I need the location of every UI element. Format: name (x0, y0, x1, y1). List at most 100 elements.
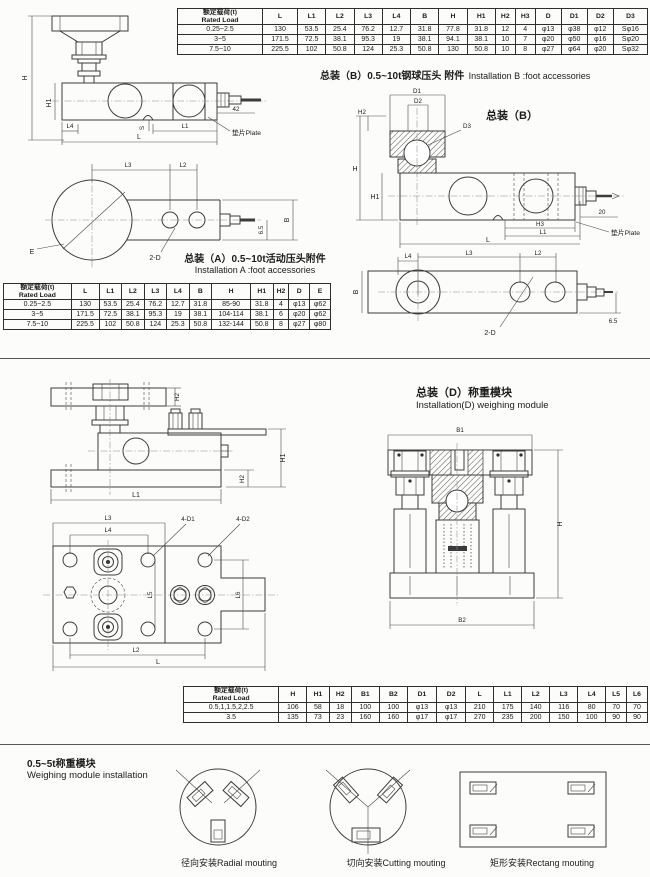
column-header: L3 (143, 282, 168, 301)
installation-d-title-en: Installation(D) weighing module (416, 400, 549, 411)
column-header: L2 (325, 7, 355, 26)
column-header: L2 (121, 282, 145, 301)
weighing-module-caption: 0.5~5t称重模块 Weighing module installation (27, 755, 148, 781)
table-cell: 19 (166, 309, 190, 321)
column-header: L (465, 685, 495, 704)
table-cell: 95.3 (353, 34, 383, 46)
dim-l1: L1 (182, 123, 189, 130)
dim-b: B (353, 289, 360, 294)
column-header: D2 (436, 685, 467, 704)
column-header: L1 (296, 7, 327, 26)
table-cell: 12.7 (381, 24, 412, 36)
table-cell: φ27 (288, 319, 311, 331)
table-cell: 72.5 (296, 34, 327, 46)
table-cell: 50.8 (466, 44, 496, 56)
table-cell: 140 (521, 702, 551, 714)
table-cell: 72.5 (98, 309, 123, 321)
table-cell: 200 (521, 712, 551, 724)
column-header: D (288, 282, 311, 301)
column-header: L4 (166, 282, 190, 301)
dim-l4: L4 (405, 253, 412, 260)
dim-cable: 20 (599, 209, 606, 216)
table-cell: 4 (514, 24, 536, 36)
hole-callout-d1: 4-D1 (181, 516, 195, 523)
table-cell: 18 (328, 702, 352, 714)
installation-b-drawing-label: 总装（B） (486, 108, 538, 122)
table-cell: 100 (378, 702, 408, 714)
table-cell: 70 (626, 702, 648, 714)
table-cell: 25.3 (381, 44, 412, 56)
weighing-module-title-cn: 0.5~5t称重模块 (27, 759, 96, 770)
dim-l3: L3 (105, 515, 112, 522)
column-header: B1 (350, 685, 380, 704)
table-cell: 270 (465, 712, 495, 724)
dim-h1: H1 (280, 453, 287, 462)
drawing-installation-b-side: D1 D2 H2 总装（B） D3 H H1 20 H3 L1 L 垫片Plat… (352, 88, 640, 248)
table-cell: 53.5 (296, 24, 327, 36)
column-header: B (410, 7, 440, 26)
table-cell: 38.1 (325, 34, 355, 46)
table-cell: 171.5 (70, 309, 100, 321)
table-cell: φ27 (534, 44, 562, 56)
table-cell: 90 (605, 712, 628, 724)
table-cell: φ12 (586, 24, 614, 36)
dim-h: H (352, 166, 357, 173)
row-label: 0.5,1,1.5,2,2.5 (182, 702, 280, 714)
table-cell: 132-144 (211, 319, 251, 331)
table-cell: 95.3 (143, 309, 168, 321)
dim-l1: L1 (540, 229, 547, 236)
table-cell: 80 (577, 702, 607, 714)
radial-mounting-diagram (175, 768, 261, 846)
column-header: 额定载荷(t) Rated Load (3, 282, 72, 301)
dim-h2: H2 (358, 109, 366, 116)
drawing-module-front-view: B1 H B2 (387, 427, 564, 629)
table-cell: 25.4 (325, 24, 355, 36)
table-cell: 104-114 (211, 309, 251, 321)
dim-l1: L1 (132, 492, 140, 499)
column-header: H2 (494, 7, 516, 26)
table-cell: 10 (494, 34, 516, 46)
table-cell: 175 (493, 702, 523, 714)
column-header: D (534, 7, 562, 26)
column-header: L4 (577, 685, 607, 704)
table-cell: φ17 (406, 712, 438, 724)
table-cell: 38.1 (250, 309, 274, 321)
table-cell: 106 (278, 702, 308, 714)
column-header: L6 (626, 685, 648, 704)
table-cell: φ16 (586, 34, 614, 46)
table-cell: 50.8 (325, 44, 355, 56)
table-cell: 25.3 (166, 319, 190, 331)
table-cell: 160 (378, 712, 408, 724)
table-cell: 31.8 (466, 24, 496, 36)
table-cell: Sφ32 (612, 44, 649, 56)
column-header: 额定载荷(t) Rated Load (182, 685, 280, 704)
table-cell: 12.7 (166, 299, 190, 311)
table-cell: 31.8 (250, 299, 274, 311)
table-cell: 7 (514, 34, 536, 46)
drawing-loadcell-top-view: L3 L2 2-D E 6.5 B (30, 162, 298, 269)
table-cell: 76.2 (353, 24, 383, 36)
installation-d-title-cn: 总装（D）称重模块 (416, 387, 512, 399)
dim-h: H (22, 75, 29, 80)
table-cell: 235 (493, 712, 523, 724)
table-cell: 94.1 (438, 34, 468, 46)
column-header: L5 (605, 685, 628, 704)
dim-h2-top: H2 (174, 392, 181, 400)
table-cell: φ20 (288, 309, 311, 321)
table-cell: 130 (438, 44, 468, 56)
column-header: H (278, 685, 308, 704)
dim-l2: L2 (133, 647, 140, 654)
table-cell: φ80 (309, 319, 331, 331)
row-label: 7.5~10 (3, 319, 72, 331)
column-header: D1 (406, 685, 438, 704)
